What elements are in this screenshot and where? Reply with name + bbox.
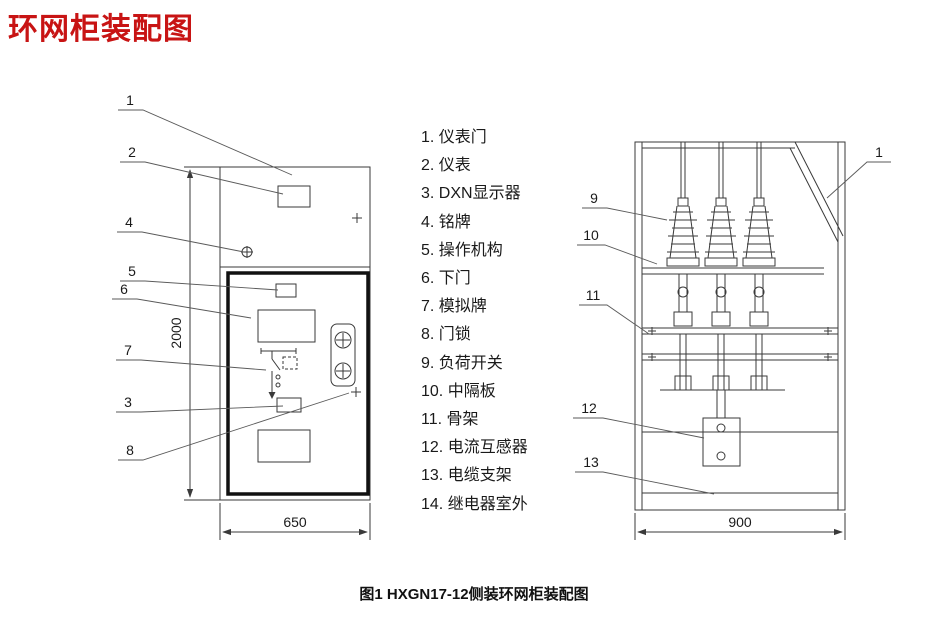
legend-item-11: 11. 骨架: [421, 411, 479, 429]
load-switch-insulators: [666, 197, 776, 267]
side-width-dim-label: 900: [728, 514, 752, 530]
legend-item-13: 13. 电缆支架: [421, 467, 512, 485]
legend-item-9: 9. 负荷开关: [421, 354, 503, 372]
instrument: [277, 185, 311, 208]
front-width-dim-label: 650: [283, 514, 307, 530]
front-height-dim-label: 2000: [168, 317, 184, 348]
callout-5-label: 5: [128, 263, 136, 279]
callout-9: 9: [582, 190, 668, 221]
legend-item-10: 10. 中隔板: [421, 382, 496, 400]
callout-11: 11: [579, 287, 650, 335]
insulator: [704, 197, 738, 267]
front-cabinet-outline: [219, 166, 371, 501]
callout-4: 4: [117, 214, 245, 253]
front-callouts: 1 2 4 5 6: [112, 92, 350, 461]
handle-cross-icon: [352, 213, 362, 223]
frame-bolt-icon: [648, 327, 656, 335]
parts-legend: 1. 仪表门 2. 仪表 3. DXN显示器 4. 铭牌 5. 操作机构 6. …: [421, 124, 528, 519]
callout-6: 6: [112, 281, 252, 319]
callout-1-side-label: 1: [875, 144, 883, 160]
side-view: 900 9 10 11 12: [573, 141, 891, 540]
callout-9-label: 9: [590, 190, 598, 206]
side-cabinet-outline: [634, 141, 846, 511]
front-width-dim: 650: [219, 503, 371, 540]
callout-10-label: 10: [583, 227, 599, 243]
legend-item-3: 3. DXN显示器: [421, 185, 521, 203]
instrument-door-details: [241, 185, 362, 258]
phase-drops: [660, 333, 785, 391]
legend-item-5: 5. 操作机构: [421, 241, 503, 259]
callout-7-label: 7: [124, 342, 132, 358]
frame-bolt-icon: [824, 353, 832, 361]
callout-11-label: 11: [586, 287, 601, 303]
callout-3-label: 3: [124, 394, 132, 410]
callout-8: 8: [118, 392, 350, 461]
mimic-board: [257, 309, 316, 343]
legend-item-2: 2. 仪表: [421, 157, 471, 175]
current-transformer: [642, 390, 838, 467]
legend-item-6: 6. 下门: [421, 270, 471, 288]
dxn-display: [276, 397, 302, 413]
lower-plate: [257, 429, 311, 463]
figure-caption: 图1 HXGN17-12侧装环网柜装配图: [359, 586, 589, 603]
door-lock-lower: [334, 362, 352, 380]
side-width-dim: 900: [634, 513, 846, 540]
callout-1: 1: [118, 92, 293, 176]
callout-1-side: 1: [826, 144, 891, 199]
callout-2-label: 2: [128, 144, 136, 160]
door-lock-panel: [330, 323, 356, 387]
handle-cross-icon: [351, 387, 361, 397]
insulator: [666, 197, 700, 267]
callout-13: 13: [575, 454, 715, 495]
legend-item-12: 12. 电流互感器: [421, 439, 528, 457]
lower-door: [226, 271, 370, 496]
operating-mechanism: [275, 283, 297, 298]
legend-item-1: 1. 仪表门: [421, 129, 487, 146]
door-lock-lower-cross-icon: [336, 364, 350, 378]
callout-8-label: 8: [126, 442, 134, 458]
middle-partition: [642, 267, 824, 275]
frame-rails: [642, 327, 838, 361]
callout-10: 10: [577, 227, 658, 265]
door-lock-upper-cross-icon: [336, 333, 350, 347]
callout-12-label: 12: [581, 400, 597, 416]
front-height-dim: 2000: [168, 166, 221, 501]
frame-bolt-icon: [648, 353, 656, 361]
legend-item-8: 8. 门锁: [421, 326, 471, 344]
switch-mechanism: [673, 273, 769, 327]
callout-2: 2: [120, 144, 284, 195]
front-view: 2000: [112, 92, 371, 540]
legend-item-7: 7. 模拟牌: [421, 298, 487, 316]
legend-item-4: 4. 铭牌: [421, 213, 471, 231]
instrument-door-slope: [794, 141, 844, 237]
callout-13-label: 13: [583, 454, 599, 470]
incoming-cables: [680, 141, 762, 199]
side-callouts: 9 10 11 12 13: [573, 144, 891, 495]
lower-door-details: [257, 283, 361, 463]
callout-7: 7: [116, 342, 267, 371]
callout-12: 12: [573, 400, 705, 439]
door-lock-upper: [334, 331, 352, 349]
mimic-diagram: [260, 348, 298, 399]
insulator: [742, 197, 776, 267]
callout-6-label: 6: [120, 281, 128, 297]
legend-item-14: 14. 继电器室外: [421, 495, 528, 513]
page-title: 环网柜装配图: [8, 13, 194, 46]
callout-5: 5: [120, 263, 279, 291]
frame-bolt-icon: [824, 327, 832, 335]
callout-1-label: 1: [126, 92, 134, 108]
callout-3: 3: [116, 394, 284, 413]
callout-4-label: 4: [125, 214, 133, 230]
